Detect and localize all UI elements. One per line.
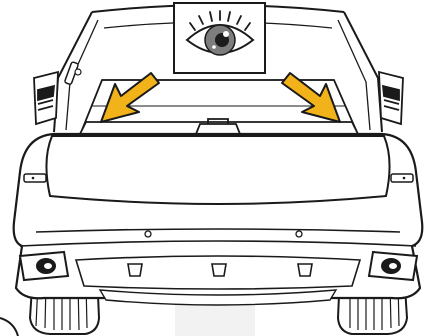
cargo-cover [80, 119, 358, 134]
right-reflector [391, 174, 413, 182]
left-reflector [24, 174, 46, 182]
left-exhaust [20, 252, 68, 280]
bumper-sensor-left [145, 231, 151, 237]
eye-callout [174, 3, 265, 73]
strut-bolt [75, 69, 81, 75]
right-exhaust [369, 252, 417, 280]
bumper-sensor-right [296, 231, 302, 237]
right-taillight [379, 72, 403, 124]
wheel-arc-corner [0, 318, 18, 336]
left-taillight [34, 72, 58, 124]
